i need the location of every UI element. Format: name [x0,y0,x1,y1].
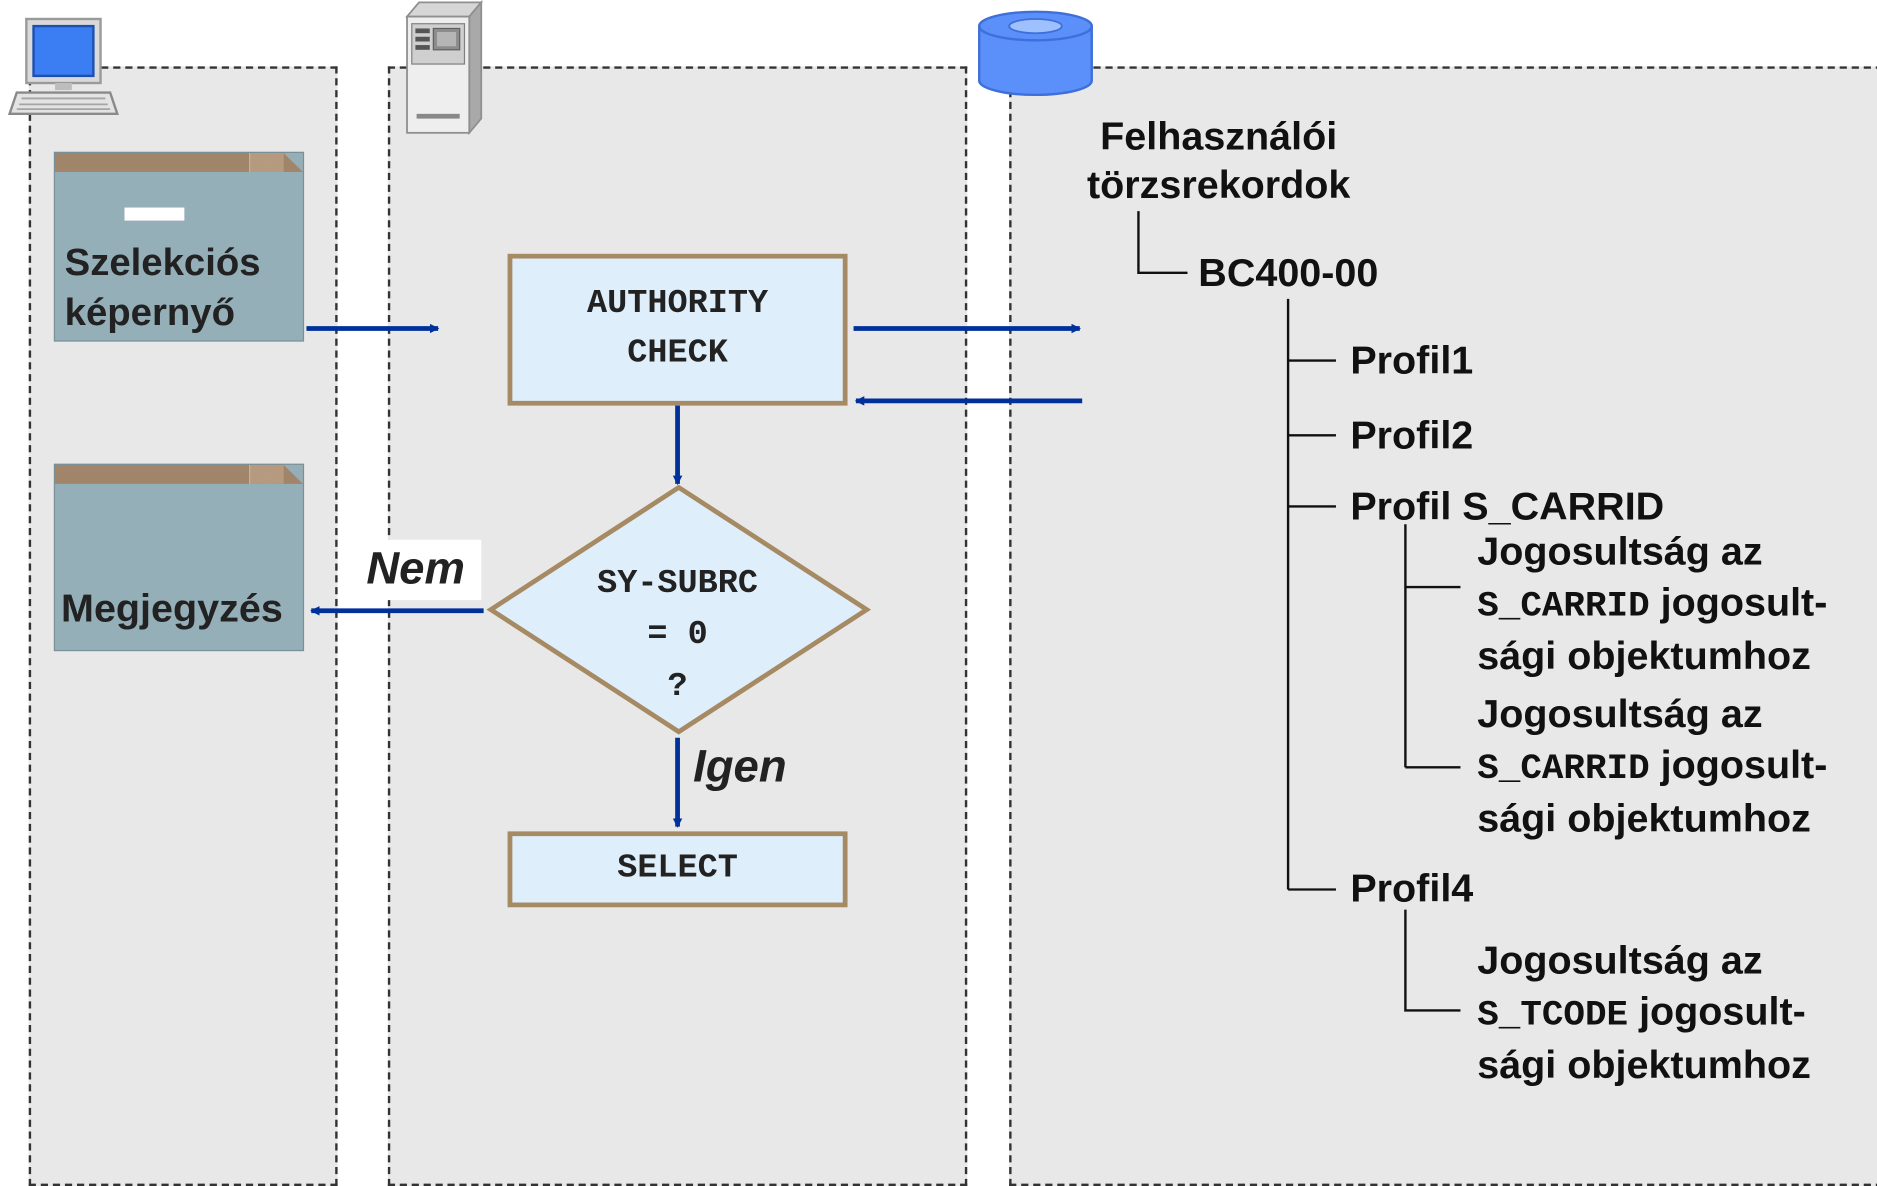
database-zone [1009,66,1877,1186]
desktop-computer-icon [7,17,119,116]
input-field-placeholder [124,207,185,221]
yes-branch-label: Igen [693,742,787,793]
database-cylinder-icon [978,10,1093,97]
authority-check-box: AUTHORITY CHECK [507,253,848,406]
decision-condition: SY-SUBRC = 0 ? [597,565,759,706]
message-screen-label: Megjegyzés [61,585,283,630]
window-title-bar [55,464,303,484]
profile-item: Profil1 [1350,338,1474,382]
selection-screen: Szelekciós képernyő [53,151,305,342]
authorization-object-name: S_CARRID [1477,586,1650,628]
authorization-object-name: S_TCODE [1477,996,1629,1037]
authorization-item: Jogosultság az S_TCODE jogosult- sági ob… [1477,938,1811,1087]
message-screen: Megjegyzés [53,463,305,652]
select-statement-box: SELECT [507,831,848,908]
window-title-bar [55,152,303,172]
profile-item: Profil S_CARRID [1350,483,1665,528]
no-branch-label: Nem [356,539,482,601]
selection-screen-label: Szelekciós képernyő [64,240,261,333]
authorization-item: Jogosultság az S_CARRID jogosult- sági o… [1477,528,1828,678]
decision-diamond [486,484,872,735]
server-tower-icon [405,0,484,136]
user-id: BC400-00 [1198,250,1379,295]
authorization-object-name: S_CARRID [1477,749,1650,790]
authorization-item: Jogosultság az S_CARRID jogosult- sági o… [1477,691,1828,840]
profile-item: Profil2 [1350,412,1474,457]
tree-connectors [1137,211,1461,1012]
profile-item: Profil4 [1350,865,1474,910]
user-master-records-label: Felhasználói törzsrekordok [1086,113,1351,207]
